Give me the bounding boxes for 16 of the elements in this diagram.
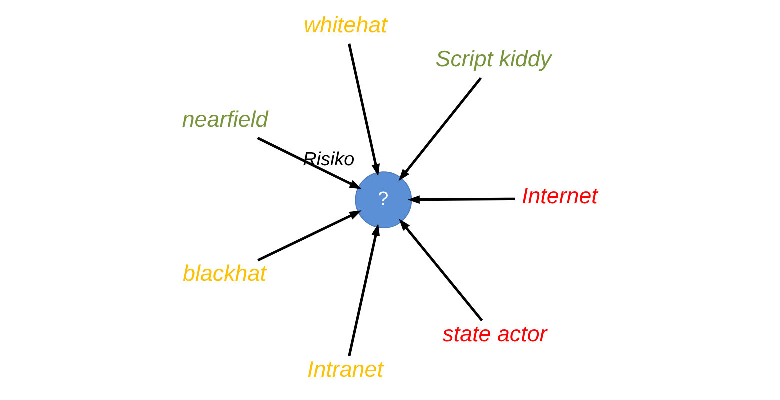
node-text: blackhat (182, 261, 266, 286)
arrow (257, 210, 362, 262)
node-text: Script kiddy (435, 46, 552, 72)
arrow (398, 218, 483, 322)
node-text: state actor (442, 321, 547, 346)
arrow (348, 44, 380, 176)
node-text: Internet (521, 183, 598, 208)
node-label: Risiko (302, 150, 354, 171)
node-text: whitehat (303, 12, 387, 38)
node-text: Intranet (307, 356, 383, 382)
node-text: nearfield (182, 106, 268, 132)
arrow (407, 196, 515, 204)
node-circle: ? (354, 172, 412, 229)
arrow (256, 137, 362, 190)
arrow (398, 77, 482, 182)
arrow (348, 224, 380, 356)
